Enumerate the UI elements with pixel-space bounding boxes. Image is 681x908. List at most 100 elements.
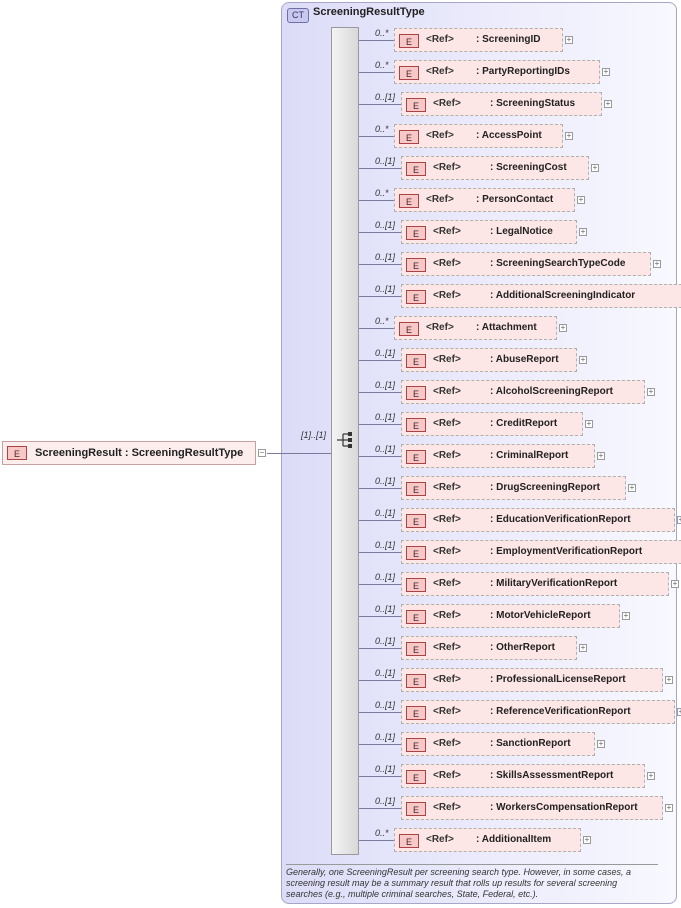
child-cardinality: 0..[1] bbox=[375, 668, 396, 678]
child-element-name: : AdditionalItem bbox=[476, 834, 552, 845]
child-ref-label: <Ref> bbox=[433, 514, 461, 525]
complex-type-badge: CT bbox=[287, 8, 309, 23]
child-element[interactable]: E<Ref>: AdditionalScreeningIndicator bbox=[401, 284, 681, 308]
child-element[interactable]: E<Ref>: DrugScreeningReport bbox=[401, 476, 626, 500]
child-cardinality: 0..[1] bbox=[375, 636, 396, 646]
child-element[interactable]: E<Ref>: ScreeningStatus bbox=[401, 92, 602, 116]
child-element[interactable]: E<Ref>: SanctionReport bbox=[401, 732, 595, 756]
child-connector-line bbox=[359, 232, 401, 233]
child-element[interactable]: E<Ref>: AccessPoint bbox=[394, 124, 563, 148]
child-element[interactable]: E<Ref>: AdditionalItem bbox=[394, 828, 581, 852]
child-ref-label: <Ref> bbox=[426, 130, 454, 141]
child-connector-line bbox=[359, 168, 401, 169]
child-element-name: : ProfessionalLicenseReport bbox=[490, 674, 626, 685]
child-cardinality: 0..[1] bbox=[375, 156, 396, 166]
expand-toggle-icon[interactable]: + bbox=[559, 323, 567, 332]
element-badge: E bbox=[406, 802, 426, 816]
child-element[interactable]: E<Ref>: EmploymentVerificationReport bbox=[401, 540, 681, 564]
child-element[interactable]: E<Ref>: MilitaryVerificationReport bbox=[401, 572, 669, 596]
child-cardinality: 0..[1] bbox=[375, 732, 396, 742]
child-element[interactable]: E<Ref>: ScreeningID bbox=[394, 28, 563, 52]
child-element[interactable]: E<Ref>: CreditReport bbox=[401, 412, 583, 436]
child-element-name: : AccessPoint bbox=[476, 130, 542, 141]
child-connector-line bbox=[359, 808, 401, 809]
child-cardinality: 0..[1] bbox=[375, 540, 396, 550]
child-connector-line bbox=[359, 680, 401, 681]
element-badge: E bbox=[406, 418, 426, 432]
child-connector-line bbox=[359, 840, 394, 841]
child-element[interactable]: E<Ref>: EducationVerificationReport bbox=[401, 508, 675, 532]
expand-toggle-icon[interactable]: + bbox=[585, 419, 593, 428]
child-element-name: : AlcoholScreeningReport bbox=[490, 386, 613, 397]
child-ref-label: <Ref> bbox=[433, 258, 461, 269]
child-cardinality: 0..[1] bbox=[375, 604, 396, 614]
expand-toggle-icon[interactable]: + bbox=[622, 611, 630, 620]
child-ref-label: <Ref> bbox=[433, 162, 461, 173]
child-element-name: : EducationVerificationReport bbox=[490, 514, 631, 525]
child-cardinality: 0..* bbox=[375, 124, 389, 134]
expand-toggle-icon[interactable]: + bbox=[665, 803, 673, 812]
root-element[interactable]: E ScreeningResult : ScreeningResultType bbox=[2, 441, 256, 465]
expand-toggle-icon[interactable]: + bbox=[677, 708, 681, 716]
expand-toggle-icon[interactable]: + bbox=[602, 67, 610, 76]
child-element[interactable]: E<Ref>: PersonContact bbox=[394, 188, 575, 212]
element-badge: E bbox=[406, 578, 426, 592]
child-element-name: : AbuseReport bbox=[490, 354, 559, 365]
expand-toggle-icon[interactable]: + bbox=[565, 35, 573, 44]
expand-toggle-icon[interactable]: + bbox=[579, 643, 587, 652]
expand-toggle-icon[interactable]: + bbox=[591, 163, 599, 172]
child-ref-label: <Ref> bbox=[433, 674, 461, 685]
expand-toggle-icon[interactable]: + bbox=[665, 675, 673, 684]
child-element[interactable]: E<Ref>: CriminalReport bbox=[401, 444, 595, 468]
child-element[interactable]: E<Ref>: LegalNotice bbox=[401, 220, 577, 244]
child-element[interactable]: E<Ref>: OtherReport bbox=[401, 636, 577, 660]
child-element[interactable]: E<Ref>: SkillsAssessmentReport bbox=[401, 764, 645, 788]
element-badge: E bbox=[406, 226, 426, 240]
element-badge: E bbox=[399, 34, 419, 48]
expand-toggle-icon[interactable]: + bbox=[647, 387, 655, 396]
child-element-name: : OtherReport bbox=[490, 642, 555, 653]
expand-toggle-icon[interactable]: + bbox=[647, 771, 655, 780]
expand-toggle-icon[interactable]: + bbox=[579, 227, 587, 236]
child-element[interactable]: E<Ref>: ProfessionalLicenseReport bbox=[401, 668, 663, 692]
child-cardinality: 0..[1] bbox=[375, 220, 396, 230]
child-element[interactable]: E<Ref>: Attachment bbox=[394, 316, 557, 340]
child-connector-line bbox=[359, 488, 401, 489]
expand-toggle-icon[interactable]: + bbox=[579, 355, 587, 364]
child-connector-line bbox=[359, 136, 394, 137]
child-element[interactable]: E<Ref>: ScreeningCost bbox=[401, 156, 589, 180]
expand-toggle-icon[interactable]: + bbox=[653, 259, 661, 268]
child-connector-line bbox=[359, 392, 401, 393]
child-element[interactable]: E<Ref>: WorkersCompensationReport bbox=[401, 796, 663, 820]
sequence-bar bbox=[331, 27, 359, 855]
expand-toggle-icon[interactable]: + bbox=[671, 579, 679, 588]
child-element[interactable]: E<Ref>: AbuseReport bbox=[401, 348, 577, 372]
expand-toggle-icon[interactable]: + bbox=[677, 516, 681, 524]
child-cardinality: 0..* bbox=[375, 316, 389, 326]
child-ref-label: <Ref> bbox=[433, 802, 461, 813]
child-element[interactable]: E<Ref>: AlcoholScreeningReport bbox=[401, 380, 645, 404]
child-element-name: : ScreeningSearchTypeCode bbox=[490, 258, 626, 269]
child-element[interactable]: E<Ref>: ScreeningSearchTypeCode bbox=[401, 252, 651, 276]
child-cardinality: 0..[1] bbox=[375, 92, 396, 102]
expand-toggle-icon[interactable]: + bbox=[565, 131, 573, 140]
child-ref-label: <Ref> bbox=[433, 578, 461, 589]
element-badge: E bbox=[406, 706, 426, 720]
element-badge: E bbox=[406, 98, 426, 112]
child-cardinality: 0..[1] bbox=[375, 348, 396, 358]
expand-toggle-icon[interactable]: + bbox=[577, 195, 585, 204]
expand-toggle-icon[interactable]: + bbox=[628, 483, 636, 492]
child-cardinality: 0..[1] bbox=[375, 796, 396, 806]
expand-toggle-icon[interactable]: + bbox=[597, 739, 605, 748]
child-cardinality: 0..[1] bbox=[375, 252, 396, 262]
child-element[interactable]: E<Ref>: ReferenceVerificationReport bbox=[401, 700, 675, 724]
element-badge: E bbox=[399, 66, 419, 80]
element-badge: E bbox=[406, 290, 426, 304]
child-element[interactable]: E<Ref>: PartyReportingIDs bbox=[394, 60, 600, 84]
expand-toggle-icon[interactable]: + bbox=[597, 451, 605, 460]
expand-toggle-icon[interactable]: + bbox=[583, 835, 591, 844]
expand-toggle-icon[interactable]: + bbox=[604, 99, 612, 108]
collapse-toggle-icon[interactable]: − bbox=[258, 448, 266, 457]
element-badge: E bbox=[406, 450, 426, 464]
child-element[interactable]: E<Ref>: MotorVehicleReport bbox=[401, 604, 620, 628]
